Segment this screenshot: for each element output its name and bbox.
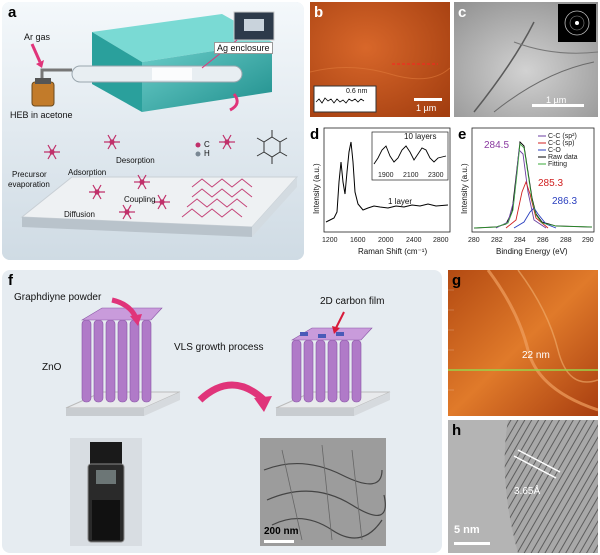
gas-arrow bbox=[30, 43, 42, 63]
xps-chart: C-C (sp²) C-C (sp) C-O Raw data Fitting … bbox=[460, 127, 595, 256]
inset-title: 10 layers bbox=[404, 132, 437, 141]
scale-c: 1 µm bbox=[546, 95, 567, 105]
heb-structure bbox=[256, 130, 288, 164]
profile-inset bbox=[313, 85, 377, 113]
ar-gas-label: Ar gas bbox=[24, 32, 51, 42]
panel-e: C-C (sp²) C-C (sp) C-O Raw data Fitting … bbox=[456, 122, 598, 260]
panel-f: f Graphdiyne powder VLS growth process 2… bbox=[2, 270, 442, 553]
e-tick-3: 286 bbox=[537, 237, 549, 244]
d-tick-0: 1200 bbox=[322, 237, 338, 244]
panel-h-label: h bbox=[452, 422, 462, 439]
precursor-label: Precursor bbox=[12, 170, 47, 179]
desorption-label: Desorption bbox=[116, 156, 155, 165]
ag-enclosure-label: Ag enclosure bbox=[214, 42, 273, 54]
legend-co: C-O bbox=[548, 147, 561, 154]
d-tick-4: 2800 bbox=[433, 237, 449, 244]
panel-d: 1900 2100 2300 1200 1600 2000 2400 2800 … bbox=[308, 122, 454, 260]
profile-value: 0.6 nm bbox=[346, 88, 368, 95]
panel-f-illustration bbox=[65, 297, 391, 546]
graphdiyne-network bbox=[181, 178, 253, 218]
zno-label: ZnO bbox=[42, 362, 62, 373]
panel-e-label: e bbox=[458, 126, 467, 143]
scale-bar-f bbox=[264, 540, 294, 543]
heb-bottle bbox=[31, 81, 55, 107]
e-xlabel: Binding Energy (eV) bbox=[496, 247, 568, 256]
vls-label: VLS growth process bbox=[174, 342, 264, 353]
e-tick-1: 282 bbox=[491, 237, 503, 244]
scale-bar-b bbox=[414, 98, 442, 101]
legend-sp2: C-C (sp²) bbox=[548, 133, 577, 140]
panel-a-label: a bbox=[8, 4, 17, 21]
d-xlabel: Raman Shift (cm⁻¹) bbox=[358, 247, 427, 256]
hrtem-image bbox=[448, 420, 598, 553]
panel-d-label: d bbox=[310, 126, 320, 143]
afm-image-g bbox=[448, 270, 598, 416]
xps-sp2-peak bbox=[495, 149, 547, 229]
heb-molecules bbox=[44, 134, 235, 220]
zno-rods-right bbox=[291, 339, 362, 403]
one-layer-label: 1 layer bbox=[388, 197, 413, 206]
xps-sp-peak bbox=[505, 180, 549, 229]
spacing-value: 3.65Å bbox=[514, 486, 541, 497]
panel-g: g 22 nm bbox=[448, 270, 598, 416]
legend-c-label: C bbox=[204, 140, 210, 149]
inset-tick-0: 1900 bbox=[378, 172, 394, 179]
legend-fit: Fitting bbox=[548, 161, 567, 168]
height-value: 22 nm bbox=[522, 350, 550, 361]
coupling-label: Coupling bbox=[124, 195, 156, 204]
raman-1layer-curve bbox=[325, 141, 449, 223]
e-ylabel: Intensity (a.u.) bbox=[460, 163, 469, 214]
panel-c: c 1 µm bbox=[454, 2, 598, 117]
d-tick-2: 2000 bbox=[378, 237, 394, 244]
furnace-top bbox=[92, 14, 272, 62]
d-tick-1: 1600 bbox=[350, 237, 366, 244]
legend-sp: C-C (sp) bbox=[548, 140, 574, 147]
film-label: 2D carbon film bbox=[320, 296, 385, 307]
inset-tick-2: 2300 bbox=[428, 172, 444, 179]
d-tick-3: 2400 bbox=[406, 237, 422, 244]
panel-b: b 0.6 nm 1 µm bbox=[310, 2, 450, 117]
scale-f: 200 nm bbox=[264, 526, 299, 537]
legend-raw: Raw data bbox=[548, 154, 578, 161]
e-tick-0: 280 bbox=[468, 237, 480, 244]
zno-rods-left bbox=[81, 319, 152, 403]
afm-image bbox=[310, 2, 450, 117]
panel-a: a Ar gas Ag enclosure HEB in acetone Pre… bbox=[2, 2, 304, 260]
tem-image bbox=[454, 2, 598, 117]
scale-bar-c bbox=[532, 104, 584, 107]
raman-inset bbox=[371, 131, 449, 181]
d-ylabel: Intensity (a.u.) bbox=[312, 163, 321, 214]
legend-h-label: H bbox=[204, 149, 210, 158]
peak-286: 286.3 bbox=[552, 196, 578, 207]
scale-b: 1 µm bbox=[416, 103, 437, 113]
panel-f-label: f bbox=[8, 272, 13, 289]
inset-tick-1: 2100 bbox=[403, 172, 419, 179]
vls-arrow bbox=[197, 381, 267, 403]
raman-10layer-curve bbox=[373, 145, 447, 165]
xps-fitting bbox=[473, 143, 593, 229]
adsorption-label: Adsorption bbox=[68, 168, 107, 177]
scale-h: 5 nm bbox=[454, 524, 480, 536]
e-tick-4: 288 bbox=[560, 237, 572, 244]
e-tick-2: 284 bbox=[514, 237, 526, 244]
panel-c-label: c bbox=[458, 4, 467, 21]
raman-chart: 1900 2100 2300 1200 1600 2000 2400 2800 … bbox=[312, 127, 451, 256]
evaporation-label: evaporation bbox=[8, 180, 50, 189]
film-arrow bbox=[335, 311, 345, 329]
panel-g-label: g bbox=[452, 272, 462, 289]
diffusion-label: Diffusion bbox=[64, 210, 95, 219]
e-tick-5: 290 bbox=[582, 237, 594, 244]
panel-h: h 3.65Å 5 nm bbox=[448, 420, 598, 553]
peak-285: 285.3 bbox=[538, 178, 564, 189]
panel-b-label: b bbox=[314, 4, 324, 21]
scale-bar-h bbox=[454, 542, 490, 545]
peak-284: 284.5 bbox=[484, 140, 510, 151]
heb-label: HEB in acetone bbox=[10, 110, 73, 120]
powder-label: Graphdiyne powder bbox=[14, 292, 102, 303]
